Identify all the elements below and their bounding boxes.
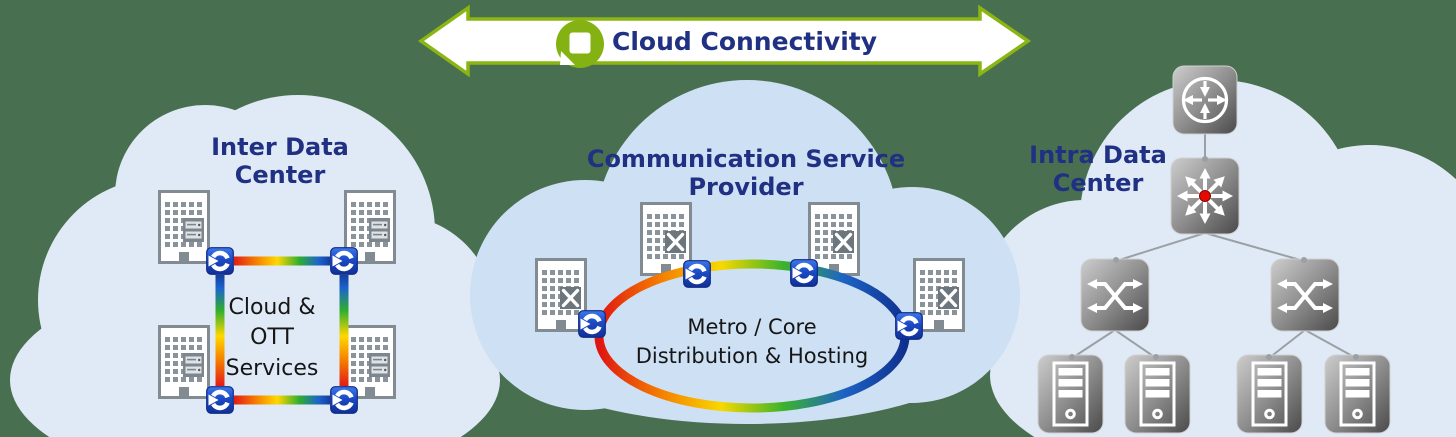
- router-icon: [331, 248, 358, 275]
- intra-data-center-title: Intra Data Center: [1029, 141, 1167, 198]
- router-icon: [207, 248, 234, 275]
- rainbow-link: [234, 395, 330, 405]
- communication-service-provider-cloud: [470, 80, 1020, 424]
- workgroup-switch-icon: [1270, 258, 1340, 332]
- inter-center-label: Cloud & OTT Services: [225, 295, 319, 381]
- router-icon: [684, 261, 711, 288]
- rainbow-link: [339, 275, 349, 386]
- cloud-logo-icon: [556, 20, 604, 68]
- router-icon: [331, 387, 358, 414]
- csp-center-label: Metro / Core Distribution & Hosting: [635, 315, 869, 368]
- intra-data-center-group: [1037, 65, 1391, 434]
- metro-core-ring: [594, 259, 910, 413]
- core-router-icon: [1172, 65, 1238, 135]
- csp-group: [537, 204, 964, 413]
- connector-lines: [1071, 133, 1357, 359]
- arrow-title: Cloud Connectivity: [612, 27, 878, 56]
- server-icon: [1236, 354, 1303, 434]
- data-center-building-icon: [160, 192, 209, 264]
- csp-title: Communication Service Provider: [586, 145, 906, 202]
- server-icon: [1324, 354, 1391, 434]
- central-office-building-icon: [642, 204, 691, 276]
- workgroup-switch-icon: [1080, 258, 1150, 332]
- rainbow-link: [215, 275, 225, 386]
- server-icon: [1124, 354, 1191, 434]
- router-icon: [207, 387, 234, 414]
- rainbow-link: [234, 256, 330, 266]
- router-icon: [791, 260, 818, 287]
- connector-knobs: [1069, 156, 1359, 360]
- inter-data-center-group: [160, 192, 395, 414]
- server-icon: [1037, 354, 1104, 434]
- inter-data-center-title: Inter Data Center: [211, 133, 349, 190]
